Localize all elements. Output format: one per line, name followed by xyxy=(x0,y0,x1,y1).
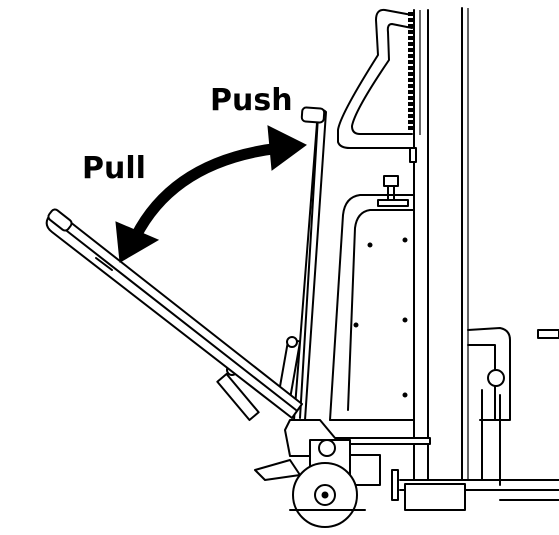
mast xyxy=(413,7,469,481)
chain-link xyxy=(408,90,414,94)
tiller-handle-upright xyxy=(293,106,327,421)
chain-link xyxy=(408,18,414,22)
chain-link xyxy=(408,78,414,82)
drive-wheel xyxy=(289,462,366,528)
chain-link xyxy=(408,120,414,124)
chain-link xyxy=(408,84,414,88)
chain-link xyxy=(408,54,414,58)
base-platform xyxy=(391,469,559,511)
chain-link xyxy=(408,60,414,64)
operator-guard-frame xyxy=(337,8,413,149)
push-label: Push xyxy=(210,83,293,118)
chain-link xyxy=(408,114,414,118)
chain-link xyxy=(408,126,414,130)
fork-carriage xyxy=(467,327,559,486)
chain-link xyxy=(408,42,414,46)
chain-link xyxy=(408,24,414,28)
chain-link xyxy=(408,30,414,34)
chain-link xyxy=(408,96,414,100)
arrowhead-pull xyxy=(115,221,160,263)
pull-label: Pull xyxy=(82,151,146,186)
curved-double-arrow xyxy=(115,125,307,263)
chain-link xyxy=(408,102,414,106)
chain-link xyxy=(408,108,414,112)
chain-link xyxy=(408,36,414,40)
main-body xyxy=(329,194,415,421)
chain-link xyxy=(408,72,414,76)
chain-link xyxy=(408,48,414,52)
tiller-handle-lowered xyxy=(45,208,303,419)
chain-link xyxy=(408,66,414,70)
body-knob xyxy=(377,147,417,207)
arrowhead-push xyxy=(267,125,307,171)
